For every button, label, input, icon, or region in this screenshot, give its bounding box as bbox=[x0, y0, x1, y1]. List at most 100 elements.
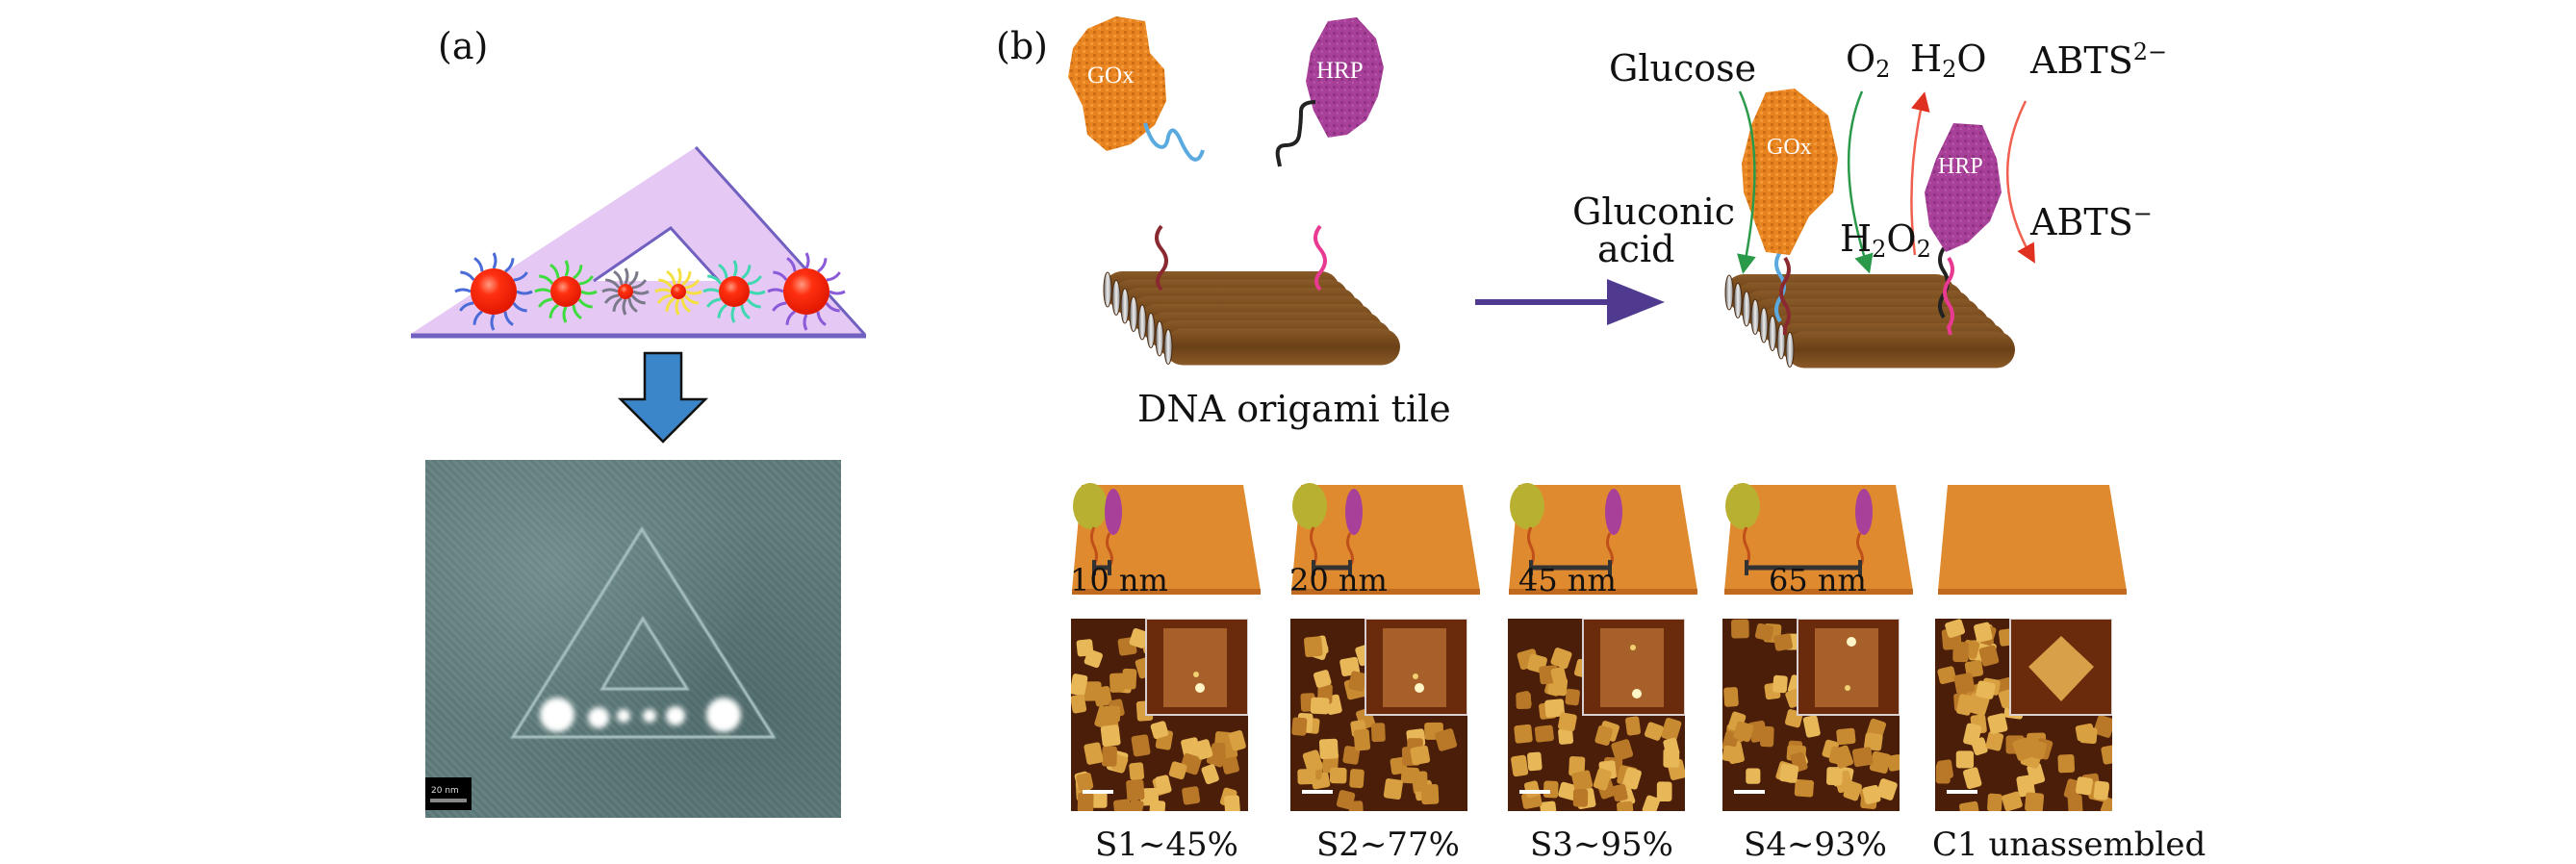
afm-origami-tile bbox=[2079, 726, 2098, 745]
ligand-strand bbox=[624, 267, 629, 285]
afm-origami-tile bbox=[1516, 691, 1532, 709]
afm-origami-tile bbox=[1773, 633, 1793, 651]
afm-origami-tile bbox=[1168, 761, 1187, 780]
tem-particle bbox=[643, 709, 656, 723]
afm-origami-tile bbox=[1875, 778, 1898, 800]
afm-origami-tile bbox=[1129, 627, 1149, 648]
ligand-strand bbox=[654, 288, 672, 293]
tem-image: 20 nm bbox=[425, 460, 841, 818]
h2o-main2: O bbox=[1956, 38, 1987, 80]
afm-origami-tile bbox=[1978, 645, 2000, 667]
afm-origami-tile bbox=[1348, 671, 1367, 692]
ligand-strand bbox=[580, 290, 598, 295]
afm-origami-tile bbox=[1527, 751, 1543, 772]
dna-helix-end bbox=[1120, 288, 1130, 324]
afm-origami-tile bbox=[2101, 745, 2112, 765]
dna-origami-tile-right bbox=[1724, 274, 2015, 368]
hrp-dna-strand bbox=[1275, 100, 1316, 167]
afm-origami-tile bbox=[1291, 717, 1308, 736]
dna-helix-end bbox=[1103, 271, 1112, 308]
hrp-small-icon bbox=[1855, 489, 1873, 535]
ligand-strand bbox=[454, 288, 472, 293]
afm-enzyme-spot bbox=[1413, 673, 1418, 679]
ligand-strand bbox=[684, 279, 701, 290]
ligand-strand bbox=[825, 302, 840, 313]
afm-image bbox=[1722, 619, 1900, 811]
afm-origami-tile bbox=[1754, 623, 1774, 642]
afm-inset-tile bbox=[1163, 628, 1227, 707]
ligand-strand bbox=[816, 311, 827, 326]
ligand-strand bbox=[549, 264, 560, 279]
tem-inner-triangle bbox=[599, 616, 690, 691]
ligand-strand bbox=[534, 288, 551, 293]
o2-sub: 2 bbox=[1875, 56, 1891, 83]
afm-origami-tile bbox=[1987, 713, 2008, 734]
abts-arrow bbox=[2006, 100, 2035, 264]
afm-image bbox=[1508, 619, 1685, 811]
origami-tile-face bbox=[1938, 485, 2127, 591]
ligand-strand bbox=[538, 297, 553, 308]
ligand-strand bbox=[548, 303, 559, 318]
afm-origami-tile bbox=[1194, 739, 1213, 760]
afm-enzyme-spot bbox=[1193, 672, 1199, 677]
afm-origami-tile bbox=[2075, 776, 2093, 796]
ligand-strand bbox=[601, 288, 619, 293]
ligand-strand bbox=[803, 314, 808, 331]
afm-origami-tile bbox=[1349, 769, 1365, 789]
afm-image bbox=[1290, 619, 1467, 811]
linker-strand bbox=[1856, 532, 1864, 567]
afm-origami-tile bbox=[1540, 800, 1557, 811]
afm-origami-tile bbox=[1953, 673, 1976, 695]
afm-inset-tile bbox=[1600, 628, 1664, 707]
dna-helix-end bbox=[1724, 274, 1734, 311]
afm-origami-tile bbox=[1663, 737, 1680, 757]
spacing-label: 10 nm bbox=[1070, 562, 1168, 598]
ligand-strand bbox=[706, 297, 722, 308]
sample-yield-label: C1 unassembled bbox=[1932, 826, 2206, 864]
ligand-strand bbox=[572, 304, 582, 319]
afm-origami-tile bbox=[1297, 768, 1316, 785]
down-arrow-icon bbox=[617, 351, 709, 444]
capture-strand-left-2 bbox=[1314, 224, 1327, 292]
afm-origami-tile bbox=[1963, 767, 1982, 790]
afm-origami-tile bbox=[1550, 667, 1568, 688]
dna-origami-tile-caption: DNA origami tile bbox=[1137, 388, 1451, 430]
dna-helix-end bbox=[1742, 291, 1751, 327]
afm-origami-tile bbox=[2012, 737, 2033, 761]
afm-origami-tile bbox=[1572, 788, 1589, 807]
afm-inset-tile bbox=[2028, 636, 2094, 701]
afm-origami-tile bbox=[1612, 783, 1628, 802]
afm-origami-tile bbox=[1084, 742, 1104, 765]
ligand-strand bbox=[603, 293, 620, 304]
gox-duplex-red bbox=[1779, 256, 1791, 335]
tem-particle bbox=[617, 709, 630, 723]
dna-helix-rod bbox=[1786, 331, 2015, 368]
gox-small-icon bbox=[1073, 483, 1108, 529]
afm-origami-tile bbox=[1569, 756, 1586, 776]
afm-origami-tile bbox=[1091, 791, 1108, 808]
panel-b-label: (b) bbox=[996, 25, 1048, 67]
afm-origami-tile bbox=[1945, 619, 1965, 638]
afm-enzyme-spot bbox=[1847, 637, 1856, 647]
gluconic-acid-label-line1: Gluconic bbox=[1572, 191, 1736, 233]
origami-tile-edge bbox=[1072, 589, 1261, 595]
tem-particle bbox=[666, 706, 685, 725]
ligand-strand bbox=[665, 296, 676, 312]
afm-origami-tile bbox=[1126, 779, 1145, 801]
ligand-strand bbox=[490, 314, 496, 331]
afm-origami-tile bbox=[1201, 764, 1219, 785]
h2o2-sub2: 2 bbox=[1916, 236, 1931, 263]
afm-origami-tile bbox=[1304, 636, 1323, 658]
o2-main: O bbox=[1846, 38, 1876, 80]
afm-origami-tile bbox=[1661, 717, 1682, 742]
dna-helix-end bbox=[1129, 296, 1138, 332]
tem-scale-bar-box bbox=[425, 777, 472, 810]
afm-origami-tile bbox=[1959, 800, 1980, 811]
h2o2-main2: O bbox=[1886, 217, 1917, 260]
afm-origami-tile bbox=[1565, 688, 1580, 706]
afm-origami-tile bbox=[1862, 784, 1881, 804]
ligand-strand bbox=[681, 271, 692, 287]
o2-arrow bbox=[1847, 90, 1874, 274]
dna-helix-end bbox=[1163, 329, 1173, 365]
dna-helix-end bbox=[1733, 283, 1743, 318]
